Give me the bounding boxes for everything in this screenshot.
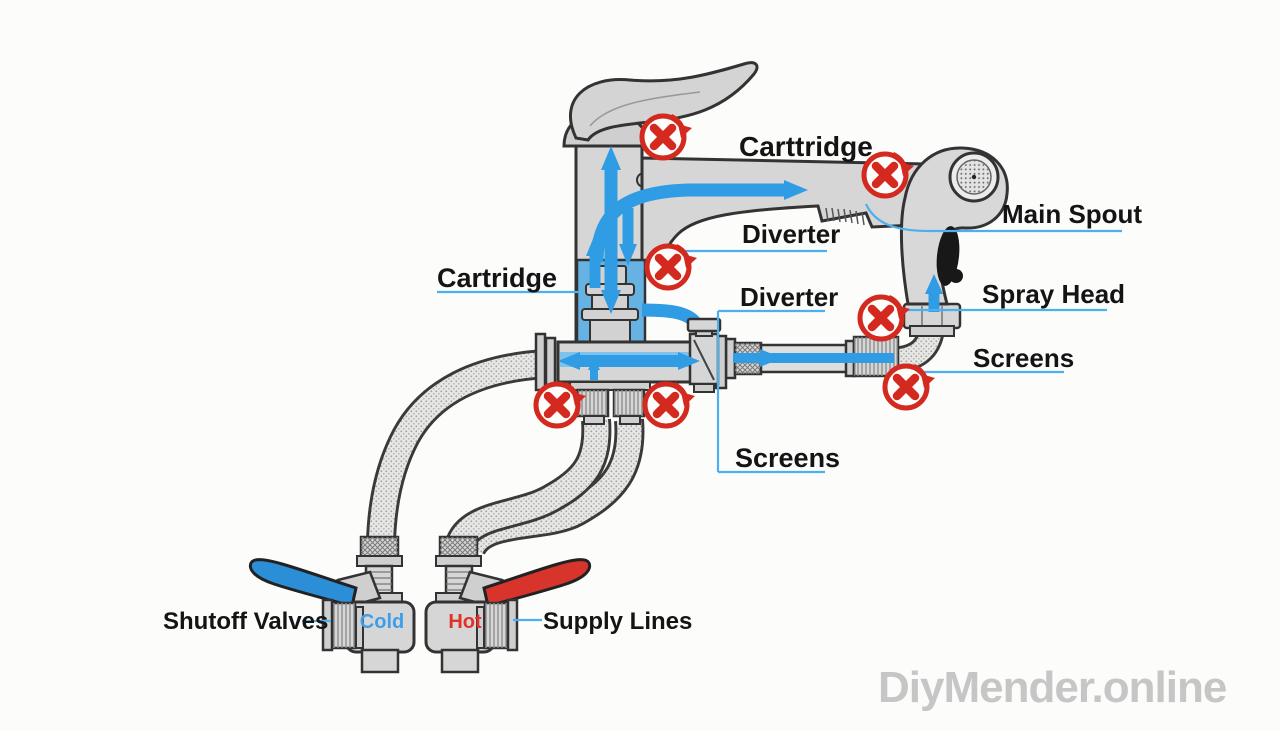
water-flow-arrow [588,358,600,380]
label-shutoff-valves: Shutoff Valves [163,608,328,635]
aerator [825,207,865,226]
watermark: DiyMender.online [878,663,1226,712]
label-diverter-lower: Diverter [740,282,838,312]
label-main-spout: Main Spout [1002,199,1142,229]
label-diverter-upper: Diverter [742,219,840,249]
diverter-valve [686,317,728,393]
water-flow-arrow [925,274,943,312]
water-flow-arrows [558,146,943,380]
label-cartridge-top: Carttridge [739,131,873,162]
supply-nuts [576,388,646,425]
hot-handle [482,558,592,608]
water-flow-arrow [645,352,700,370]
label-screens-right: Screens [973,343,1074,373]
water-flow-arrow [733,349,894,367]
label-supply-lines: Supply Lines [543,608,692,635]
hot-label: Hot [448,611,482,633]
label-screens-bottom: Screens [735,443,840,473]
label-spray-head: Spray Head [982,279,1125,309]
label-cartridge-left: Cartridge [437,263,557,293]
cold-shutoff-valve: Cold [248,535,416,674]
cold-label: Cold [360,611,404,633]
water-flow-arrow [601,146,621,314]
water-flow-arrow [558,352,645,370]
leader-main-spout [864,203,1122,233]
hot-shutoff-valve: Hot [424,535,592,674]
hot-supply-hose [444,418,612,552]
cold-supply-hose [366,349,548,543]
water-flow-arrow [619,208,637,266]
water-flow-arrow [590,180,808,263]
part-labels: Carttridge Main Spout Diverter Diverter … [163,131,1142,635]
cold-handle [248,558,358,608]
leader-lines [302,203,1122,623]
